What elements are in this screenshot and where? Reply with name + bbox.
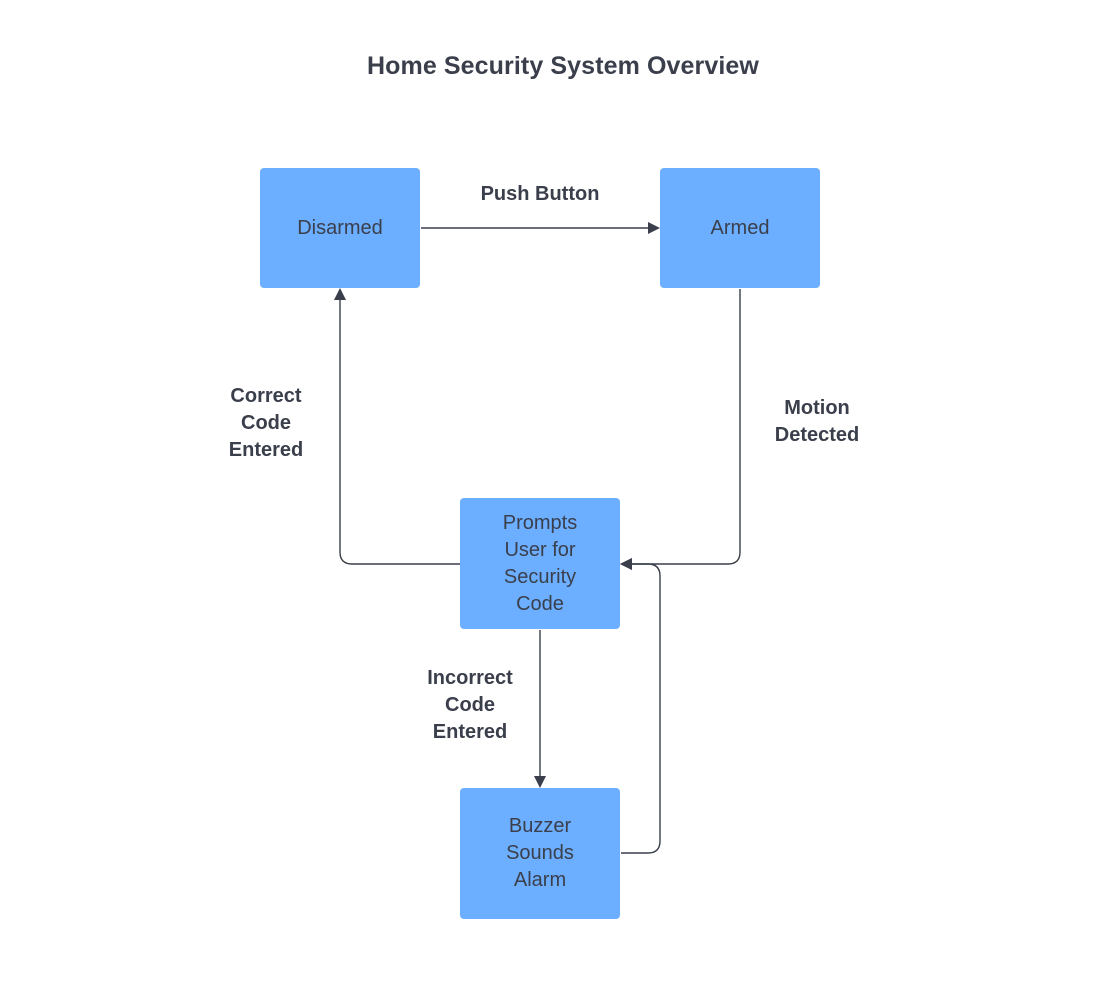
edge-armed-to-prompt (620, 289, 741, 570)
diagram-title: Home Security System Overview (367, 52, 759, 80)
state-disarmed[interactable]: Disarmed (260, 168, 420, 288)
state-buzzer-alarm-label: Buzzer Sounds Alarm (506, 815, 574, 891)
state-armed-label: Armed (710, 216, 770, 239)
state-armed[interactable]: Armed (660, 168, 820, 288)
edge-prompt-to-disarmed (334, 288, 460, 565)
edge-label-correct-code: Correct Code Entered (228, 385, 304, 461)
state-buzzer-alarm[interactable]: Buzzer Sounds Alarm (460, 788, 620, 919)
edge-buzzer-to-prompt (620, 558, 661, 854)
edge-label-motion-detected: Motion Detected (774, 397, 860, 446)
state-prompt-security-code[interactable]: Prompts User for Security Code (460, 498, 620, 629)
state-prompt-security-code-label: Prompts User for Security Code (502, 511, 578, 615)
edge-label-push-button: Push Button (480, 183, 600, 205)
state-disarmed-label: Disarmed (297, 216, 383, 239)
edge-label-incorrect-code: Incorrect Code Entered (427, 667, 513, 743)
